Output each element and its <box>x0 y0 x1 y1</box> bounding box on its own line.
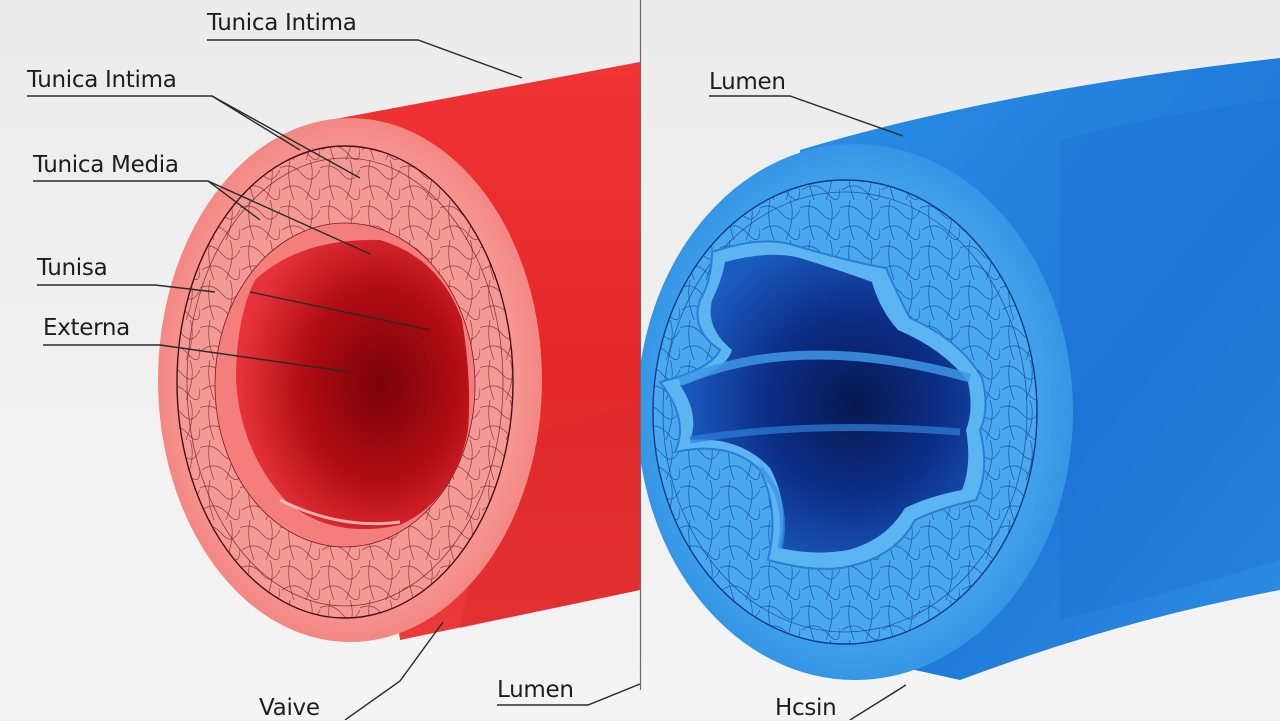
artery-lumen <box>236 239 470 530</box>
label-lumen-top: Lumen <box>709 69 786 95</box>
vein-illustration <box>641 58 1280 680</box>
artery-illustration <box>158 62 640 642</box>
label-externa: Externa <box>43 315 130 341</box>
label-lumen-bottom: Lumen <box>497 677 574 703</box>
label-tunica-intima-top: Tunica Intima <box>207 10 357 36</box>
label-valve: Vaive <box>259 695 320 721</box>
vein-lumen <box>680 254 971 553</box>
leader-lines <box>27 39 907 720</box>
label-tunisa: Tunisa <box>37 255 108 281</box>
label-tunica-media: Tunica Media <box>33 152 179 178</box>
label-hcsin: Hcsin <box>775 695 837 721</box>
label-tunica-intima: Tunica Intima <box>27 67 177 93</box>
